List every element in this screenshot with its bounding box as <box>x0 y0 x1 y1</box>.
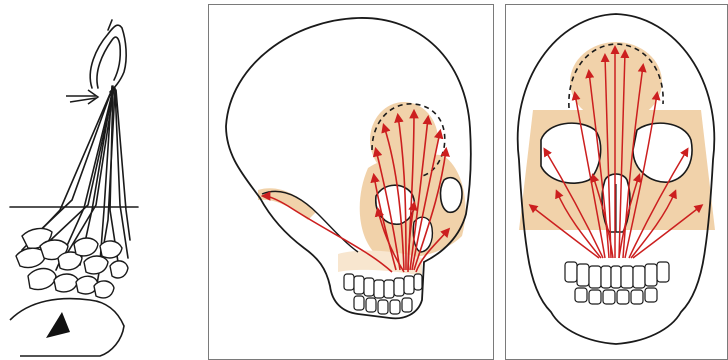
panel-frame-b <box>208 4 494 360</box>
pointer-arrow-icon <box>66 90 98 104</box>
oblique-skull-panel <box>208 0 494 360</box>
triangle-marker-icon <box>46 312 70 338</box>
lateral-sketch-panel <box>0 0 200 360</box>
lateral-sketch-svg <box>0 0 200 360</box>
frontal-skull-panel <box>505 0 728 360</box>
panel-frame-c <box>505 4 728 360</box>
